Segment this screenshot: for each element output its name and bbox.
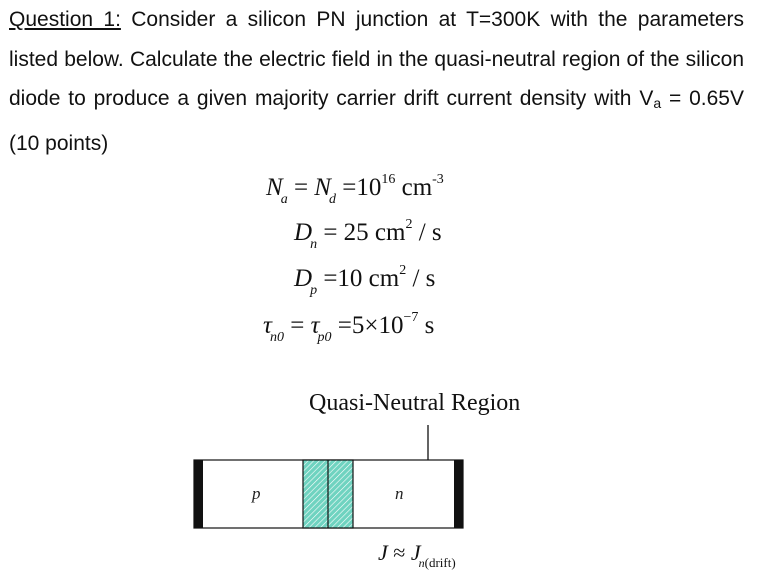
hole-diffusion-equation: Dp =10 cm2 / s: [294, 263, 436, 298]
diode-diagram: [193, 425, 464, 529]
right-contact: [454, 460, 463, 528]
figure-title: Quasi-Neutral Region: [309, 390, 521, 416]
voltage-subscript: a: [653, 95, 662, 111]
question-text-end: = 0.65V (10 points): [9, 87, 744, 155]
question-label: Question 1:: [9, 8, 121, 31]
left-contact: [194, 460, 203, 528]
question-paragraph: Question 1: Consider a silicon PN juncti…: [9, 0, 744, 163]
p-region-label: p: [252, 484, 261, 503]
n-region-label: n: [395, 484, 404, 503]
electron-diffusion-equation: Dn = 25 cm2 / s: [294, 217, 442, 252]
lifetime-equation: τn0 = τp0 =5×10−7 s: [263, 310, 435, 345]
current-approximation: J ≈ Jn(drift): [378, 540, 456, 570]
question-text: Consider a silicon PN junction at T=300K…: [9, 8, 744, 110]
diode-figure: p n: [190, 420, 480, 540]
doping-equation: Na = Nd =1016 cm-3: [266, 172, 444, 207]
